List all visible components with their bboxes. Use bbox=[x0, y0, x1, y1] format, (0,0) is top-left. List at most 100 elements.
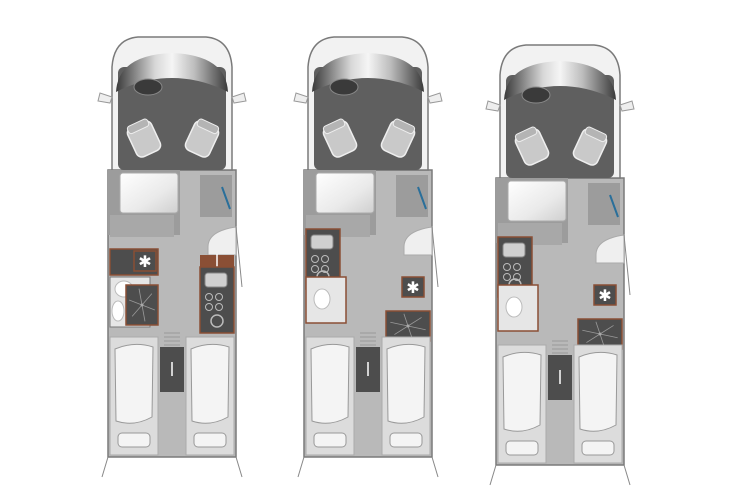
shower-line bbox=[129, 299, 143, 306]
oven-icon bbox=[210, 314, 224, 328]
mattress bbox=[578, 351, 618, 432]
burner-icon bbox=[215, 303, 223, 311]
shower-line bbox=[407, 325, 413, 339]
seat-back bbox=[392, 118, 416, 135]
shower-line bbox=[599, 333, 605, 347]
bench-cushion bbox=[110, 215, 174, 237]
burner-icon bbox=[321, 255, 329, 263]
door-window bbox=[609, 194, 619, 218]
cab-seat bbox=[322, 118, 358, 158]
pillow bbox=[581, 440, 615, 456]
shower-tray bbox=[125, 284, 159, 326]
mattress bbox=[114, 343, 154, 424]
pillow bbox=[389, 432, 423, 448]
pillow bbox=[505, 440, 539, 456]
shower-line bbox=[586, 333, 601, 343]
mirror-right bbox=[231, 92, 247, 104]
steering-wheel-icon bbox=[133, 78, 163, 96]
burner-icon bbox=[205, 293, 213, 301]
burner-icon bbox=[311, 265, 319, 273]
basin-icon bbox=[313, 288, 331, 310]
fridge bbox=[401, 276, 425, 298]
shower-line bbox=[138, 288, 143, 306]
dinette-table bbox=[119, 172, 179, 214]
mirror-left bbox=[97, 92, 113, 104]
sink-icon bbox=[502, 242, 526, 258]
door-window bbox=[417, 186, 427, 210]
floor-plan-1: ✱ bbox=[97, 36, 247, 478]
mattress bbox=[190, 343, 230, 424]
shower-line bbox=[141, 293, 153, 306]
entry-door bbox=[623, 234, 631, 296]
sink-icon bbox=[310, 234, 334, 250]
shower-line bbox=[403, 313, 409, 327]
floor-plan-3: ✱ bbox=[485, 44, 635, 486]
cab-seat bbox=[380, 118, 416, 158]
dinette-table bbox=[507, 180, 567, 222]
entry-door bbox=[431, 226, 439, 288]
mirror-right bbox=[427, 92, 443, 104]
pillow bbox=[193, 432, 227, 448]
cab-seat bbox=[572, 126, 608, 166]
rear-line-left bbox=[297, 456, 305, 478]
entry-step bbox=[595, 234, 625, 264]
drain-icon bbox=[598, 332, 602, 336]
basin-icon bbox=[111, 300, 125, 322]
side-cabinet bbox=[396, 175, 428, 217]
shower-line bbox=[141, 304, 146, 322]
seat-back bbox=[126, 118, 150, 135]
shower-line bbox=[141, 304, 155, 311]
burner-icon bbox=[321, 265, 329, 273]
seat-back bbox=[322, 118, 346, 135]
pillow bbox=[313, 432, 347, 448]
cab-seat bbox=[126, 118, 162, 158]
seat-back bbox=[584, 126, 608, 143]
mirror-left bbox=[293, 92, 309, 104]
snowflake-icon: ✱ bbox=[138, 252, 151, 271]
shower-line bbox=[131, 304, 143, 317]
mattress bbox=[310, 343, 350, 424]
dashboard bbox=[116, 53, 228, 92]
dinette-table bbox=[315, 172, 375, 214]
snowflake-icon: ✱ bbox=[598, 286, 611, 305]
burner-icon bbox=[215, 293, 223, 301]
burner-icon bbox=[503, 273, 511, 281]
burner-icon bbox=[503, 263, 511, 271]
dashboard bbox=[504, 61, 616, 100]
fridge bbox=[593, 284, 617, 306]
seat-back bbox=[196, 118, 220, 135]
mirror-right bbox=[619, 100, 635, 112]
fridge bbox=[133, 250, 157, 272]
door-window bbox=[221, 186, 231, 210]
entry-step bbox=[207, 226, 237, 256]
dashboard bbox=[312, 53, 424, 92]
shower-line bbox=[582, 329, 601, 335]
entry-step bbox=[403, 226, 433, 256]
steering-wheel-icon bbox=[329, 78, 359, 96]
floor-plan-2: ✱ bbox=[293, 36, 443, 478]
shower-line bbox=[407, 317, 422, 327]
rear-line-left bbox=[489, 464, 497, 486]
drain-icon bbox=[406, 324, 410, 328]
seat-back bbox=[514, 126, 538, 143]
mattress bbox=[386, 343, 426, 424]
rear-line-left bbox=[101, 456, 109, 478]
shower-line bbox=[390, 321, 409, 327]
burner-icon bbox=[311, 255, 319, 263]
pillow bbox=[117, 432, 151, 448]
side-cabinet bbox=[588, 183, 620, 225]
shower-line bbox=[599, 325, 614, 335]
shower-line bbox=[595, 321, 601, 335]
cab-seat bbox=[514, 126, 550, 166]
cab-seat bbox=[184, 118, 220, 158]
mattress bbox=[502, 351, 542, 432]
rear-line-right bbox=[235, 456, 243, 478]
snowflake-icon: ✱ bbox=[406, 278, 419, 297]
basin-icon bbox=[505, 296, 523, 318]
steering-wheel-icon bbox=[521, 86, 551, 104]
rear-line-right bbox=[623, 464, 631, 486]
burner-icon bbox=[513, 273, 521, 281]
side-cabinet bbox=[200, 175, 232, 217]
mirror-left bbox=[485, 100, 501, 112]
